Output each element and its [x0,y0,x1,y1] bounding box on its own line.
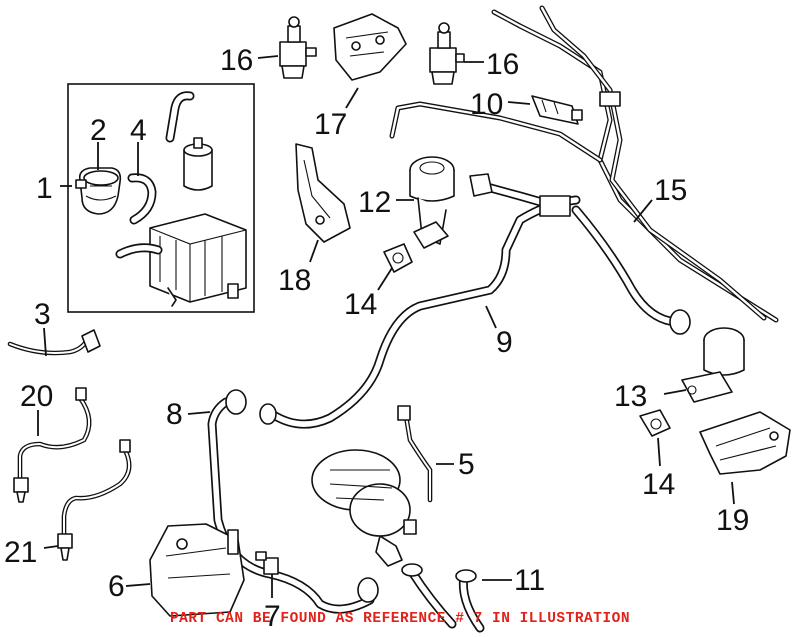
leader-lines [37,55,735,598]
callout-21: 21 [4,536,37,569]
callout-7: 7 [264,600,281,633]
air-hose-long-part [259,173,691,429]
callout-16-right: 16 [486,48,519,81]
callout-16-left: 16 [220,44,253,77]
heat-shield-part [295,143,351,243]
callout-18: 18 [278,264,311,297]
combi-valve-right-part [681,327,745,403]
reference-note: PART CAN BE FOUND AS REFERENCE # 7 IN IL… [169,611,631,627]
gasket-right-part [639,409,671,437]
callout-13: 13 [614,380,647,413]
callout-12: 12 [358,186,391,219]
callout-15: 15 [654,174,687,207]
callout-9: 9 [496,326,513,359]
callout-17: 17 [314,108,347,141]
callout-3: 3 [34,298,51,331]
callout-6: 6 [108,570,125,603]
canister-hose-part [165,91,195,143]
canister-kit-box [67,83,255,313]
combi-valve-upper-part [409,156,455,249]
mounting-bracket-part [333,13,407,81]
callout-5: 5 [458,448,475,481]
oxygen-sensor-21-part [57,439,132,561]
callout-11: 11 [514,564,545,597]
solenoid-valve-right-part [429,22,465,85]
callout-10: 10 [470,88,503,121]
callout-numbers: 1 2 4 3 20 21 6 7 8 9 10 11 12 13 14 14 … [4,44,749,633]
callout-14-upper: 14 [344,288,377,321]
secondary-air-pump-part [311,405,433,567]
callout-14-right: 14 [642,468,675,501]
charcoal-canister-part [115,213,247,307]
air-injection-pipe-part [389,5,779,323]
callout-4: 4 [130,114,147,147]
oxygen-sensor-20-part [13,387,92,503]
pump-heat-shield-part [699,411,791,475]
callout-19: 19 [716,504,749,537]
pressure-sensor-part [531,95,583,125]
canister-filter-part [183,137,213,191]
gasket-upper-part [383,243,413,273]
sensor-lead-part [7,329,101,356]
solenoid-valve-left-part [279,16,317,79]
pump-bracket-part [149,523,245,617]
callout-20: 20 [20,380,53,413]
pump-connector-part [255,551,279,575]
purge-valve-part [75,167,122,215]
callout-8: 8 [166,398,183,431]
callout-2: 2 [90,114,107,147]
pump-outlet-hoses-part [401,563,485,633]
small-vent-hose-part [127,173,157,225]
callout-1: 1 [36,172,53,205]
